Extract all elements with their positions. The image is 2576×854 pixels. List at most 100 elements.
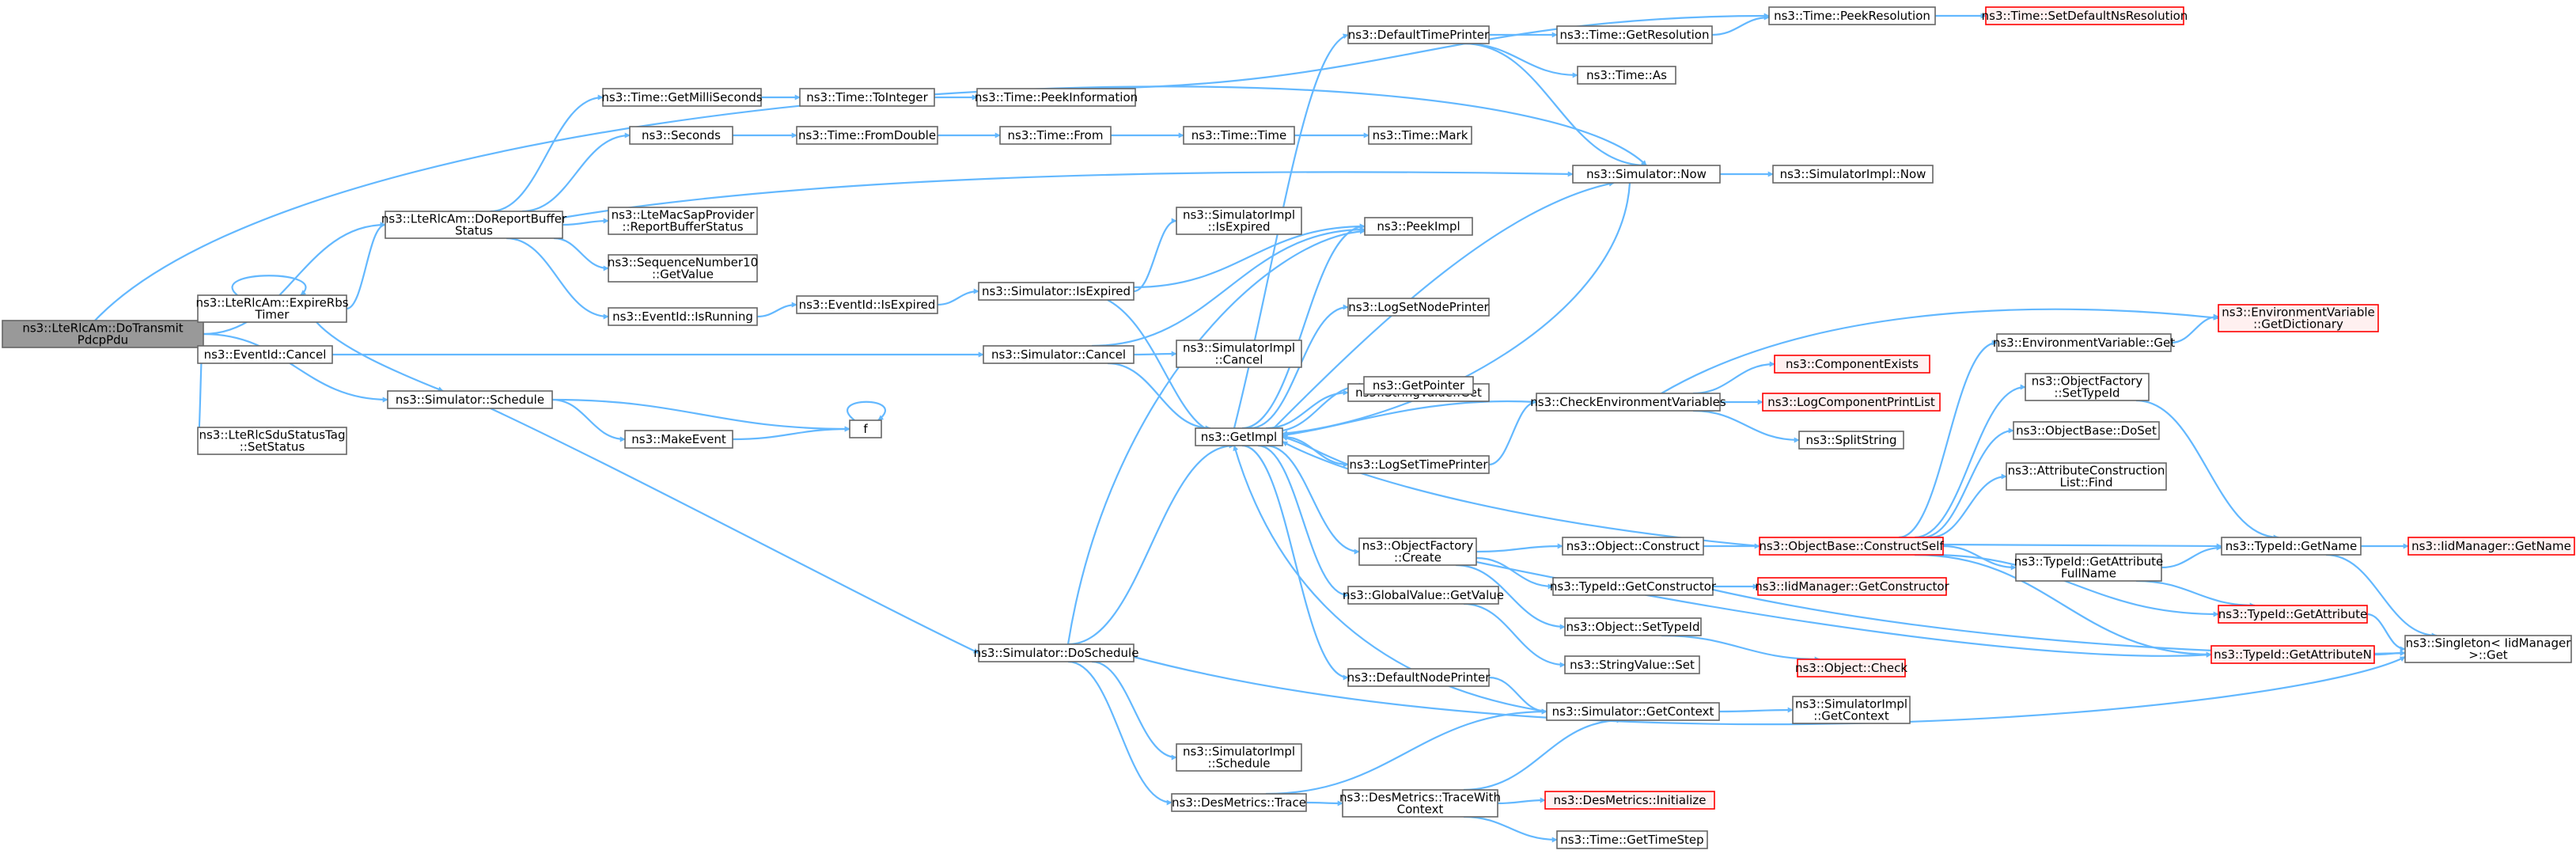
node-objconstruct[interactable]: ns3::Object::Construct (1562, 537, 1704, 556)
node-peekimpl[interactable]: ns3::PeekImpl (1364, 217, 1473, 236)
node-obdoset[interactable]: ns3::ObjectBase::DoSet (2013, 421, 2160, 440)
node-getcontext[interactable]: ns3::Simulator::GetContext (1546, 702, 1720, 721)
node-checkenv[interactable]: ns3::CheckEnvironmentVariables (1530, 393, 1726, 412)
node-sdustatus[interactable]: ns3::LteRlcSduStatusTag::SetStatus (197, 427, 347, 455)
edge-makeevent-to-f (732, 426, 850, 441)
node-constructself[interactable]: ns3::ObjectBase::ConstructSelf (1759, 537, 1944, 556)
node-tointeger[interactable]: ns3::Time::ToInteger (799, 88, 935, 107)
node-box (978, 643, 1135, 662)
node-implschedule[interactable]: ns3::SimulatorImpl::Schedule (1176, 743, 1302, 772)
node-schedule[interactable]: ns3::Simulator::Schedule (387, 390, 553, 409)
node-objsettypeid[interactable]: ns3::Object::SetTypeId (1564, 617, 1702, 636)
call-nodes: ns3::LteRlcAm::DoTransmitPdcpPduns3::Lte… (2, 6, 2575, 849)
node-box (197, 294, 347, 323)
node-peekres[interactable]: ns3::Time::PeekResolution (1768, 6, 1936, 25)
node-timemark[interactable]: ns3::Time::Mark (1368, 126, 1472, 145)
node-label: ns3::Object::Construct (1566, 539, 1700, 553)
node-timeas[interactable]: ns3::Time::As (1577, 66, 1676, 85)
node-getconstructor[interactable]: ns3::TypeId::GetConstructor (1550, 577, 1717, 596)
node-ofsettypeid[interactable]: ns3::ObjectFactory::SetTypeId (2025, 373, 2150, 401)
node-getms[interactable]: ns3::Time::GetMilliSeconds (601, 88, 763, 107)
node-doschedule[interactable]: ns3::Simulator::DoSchedule (974, 643, 1139, 662)
node-box (1556, 25, 1713, 44)
node-typegetattrn[interactable]: ns3::TypeId::GetAttributeN (2210, 645, 2375, 664)
node-logsetnode[interactable]: ns3::LogSetNodePrinter (1347, 298, 1490, 317)
node-strset[interactable]: ns3::StringValue::Set (1564, 655, 1700, 674)
node-box (1364, 217, 1473, 236)
edge-constructself-to-getimpl (1282, 441, 1760, 548)
node-logcomplist[interactable]: ns3::LogComponentPrintList (1762, 393, 1941, 412)
node-seconds[interactable]: ns3::Seconds (629, 126, 733, 145)
node-logsettime[interactable]: ns3::LogSetTimePrinter (1347, 455, 1490, 474)
node-box (983, 345, 1135, 364)
node-seqnum[interactable]: ns3::SequenceNumber10::GetValue (608, 254, 758, 283)
node-envget[interactable]: ns3::EnvironmentVariable::Get (1993, 333, 2175, 352)
call-edges (94, 13, 2438, 843)
node-box (624, 430, 733, 449)
node-label: ::SetTypeId (2054, 386, 2120, 400)
node-defprinter[interactable]: ns3::DefaultTimePrinter (1347, 25, 1490, 44)
node-box (1342, 789, 1498, 818)
node-iidgetconstructor[interactable]: ns3::IidManager::GetConstructor (1755, 577, 1950, 596)
node-implnow[interactable]: ns3::SimulatorImpl::Now (1772, 165, 1934, 184)
node-ltemacsap[interactable]: ns3::LteMacSapProvider::ReportBufferStat… (608, 207, 758, 235)
node-label: ns3::LteRlcSduStatusTag (199, 428, 345, 442)
node-box (1797, 659, 1906, 678)
node-envgetdict[interactable]: ns3::EnvironmentVariable::GetDictionary (2218, 304, 2379, 332)
node-label: Status (455, 224, 493, 238)
edge-ofcreate-to-objconstruct (1476, 543, 1563, 553)
edge-expirerbs-to-reportbuf (346, 222, 386, 310)
node-getpointer[interactable]: ns3::GetPointer (1363, 376, 1474, 395)
node-label: ::GetValue (652, 268, 714, 282)
node-compexists[interactable]: ns3::ComponentExists (1774, 355, 1930, 374)
node-box (385, 211, 563, 239)
node-label: ns3::SimulatorImpl (1795, 697, 1907, 712)
edge-getimpl-to-simnow (1273, 180, 1615, 429)
edge-getattrfull-to-typegetname (2161, 545, 2222, 569)
node-iidgetname[interactable]: ns3::IidManager::GetName (2407, 537, 2575, 556)
node-desinit[interactable]: ns3::DesMetrics::Initialize (1544, 791, 1715, 810)
edge-typegetattr-to-singleton (2366, 613, 2406, 652)
node-getres[interactable]: ns3::Time::GetResolution (1556, 25, 1713, 44)
node-box (1552, 577, 1714, 596)
node-label: ns3::Simulator::Schedule (396, 393, 544, 407)
node-objcheck[interactable]: ns3::Object::Check (1795, 659, 1907, 678)
node-defnodeprinter[interactable]: ns3::DefaultNodePrinter (1347, 668, 1491, 687)
node-peekinfo[interactable]: ns3::Time::PeekInformation (975, 88, 1138, 107)
node-fromdouble[interactable]: ns3::Time::FromDouble (796, 126, 938, 145)
node-box (976, 88, 1136, 107)
node-simisexpired[interactable]: ns3::Simulator::IsExpired (978, 282, 1135, 301)
node-gvgetvalue[interactable]: ns3::GlobalValue::GetValue (1343, 586, 1504, 605)
node-simcancel[interactable]: ns3::Simulator::Cancel (983, 345, 1135, 364)
node-typegetname[interactable]: ns3::TypeId::GetName (2221, 537, 2362, 556)
node-isrunning[interactable]: ns3::EventId::IsRunning (608, 307, 758, 326)
node-implgetctx[interactable]: ns3::SimulatorImpl::GetContext (1792, 696, 1911, 724)
node-label: ns3::LogSetTimePrinter (1349, 457, 1488, 472)
node-singleton[interactable]: ns3::Singleton< IidManager >::Get (2404, 635, 2572, 663)
node-timefrom[interactable]: ns3::Time::From (999, 126, 1112, 145)
node-implisexpired[interactable]: ns3::SimulatorImpl::IsExpired (1176, 207, 1302, 235)
node-f[interactable]: f (849, 419, 882, 438)
node-box (197, 345, 333, 364)
node-setdefres[interactable]: ns3::Time::SetDefaultNsResolution (1982, 6, 2188, 25)
node-destrace[interactable]: ns3::DesMetrics::Trace (1171, 793, 1307, 812)
node-implcancel[interactable]: ns3::SimulatorImpl::Cancel (1176, 340, 1302, 368)
node-timetime[interactable]: ns3::Time::Time (1183, 126, 1295, 145)
node-timestep[interactable]: ns3::Time::GetTimeStep (1556, 830, 1708, 849)
node-ofcreate[interactable]: ns3::ObjectFactory::Create (1358, 537, 1477, 566)
node-eventcancel[interactable]: ns3::EventId::Cancel (197, 345, 333, 364)
node-makeevent[interactable]: ns3::MakeEvent (624, 430, 733, 449)
node-simnow[interactable]: ns3::Simulator::Now (1572, 165, 1721, 184)
node-evisexpired[interactable]: ns3::EventId::IsExpired (796, 295, 938, 314)
node-typegetattr[interactable]: ns3::TypeId::GetAttribute (2218, 605, 2368, 624)
node-splitstring[interactable]: ns3::SplitString (1798, 431, 1904, 450)
node-getimpl[interactable]: ns3::GetImpl (1195, 427, 1283, 446)
node-label: ns3::DefaultTimePrinter (1348, 28, 1490, 42)
edge-getcontext-to-getimpl (1233, 445, 1547, 713)
